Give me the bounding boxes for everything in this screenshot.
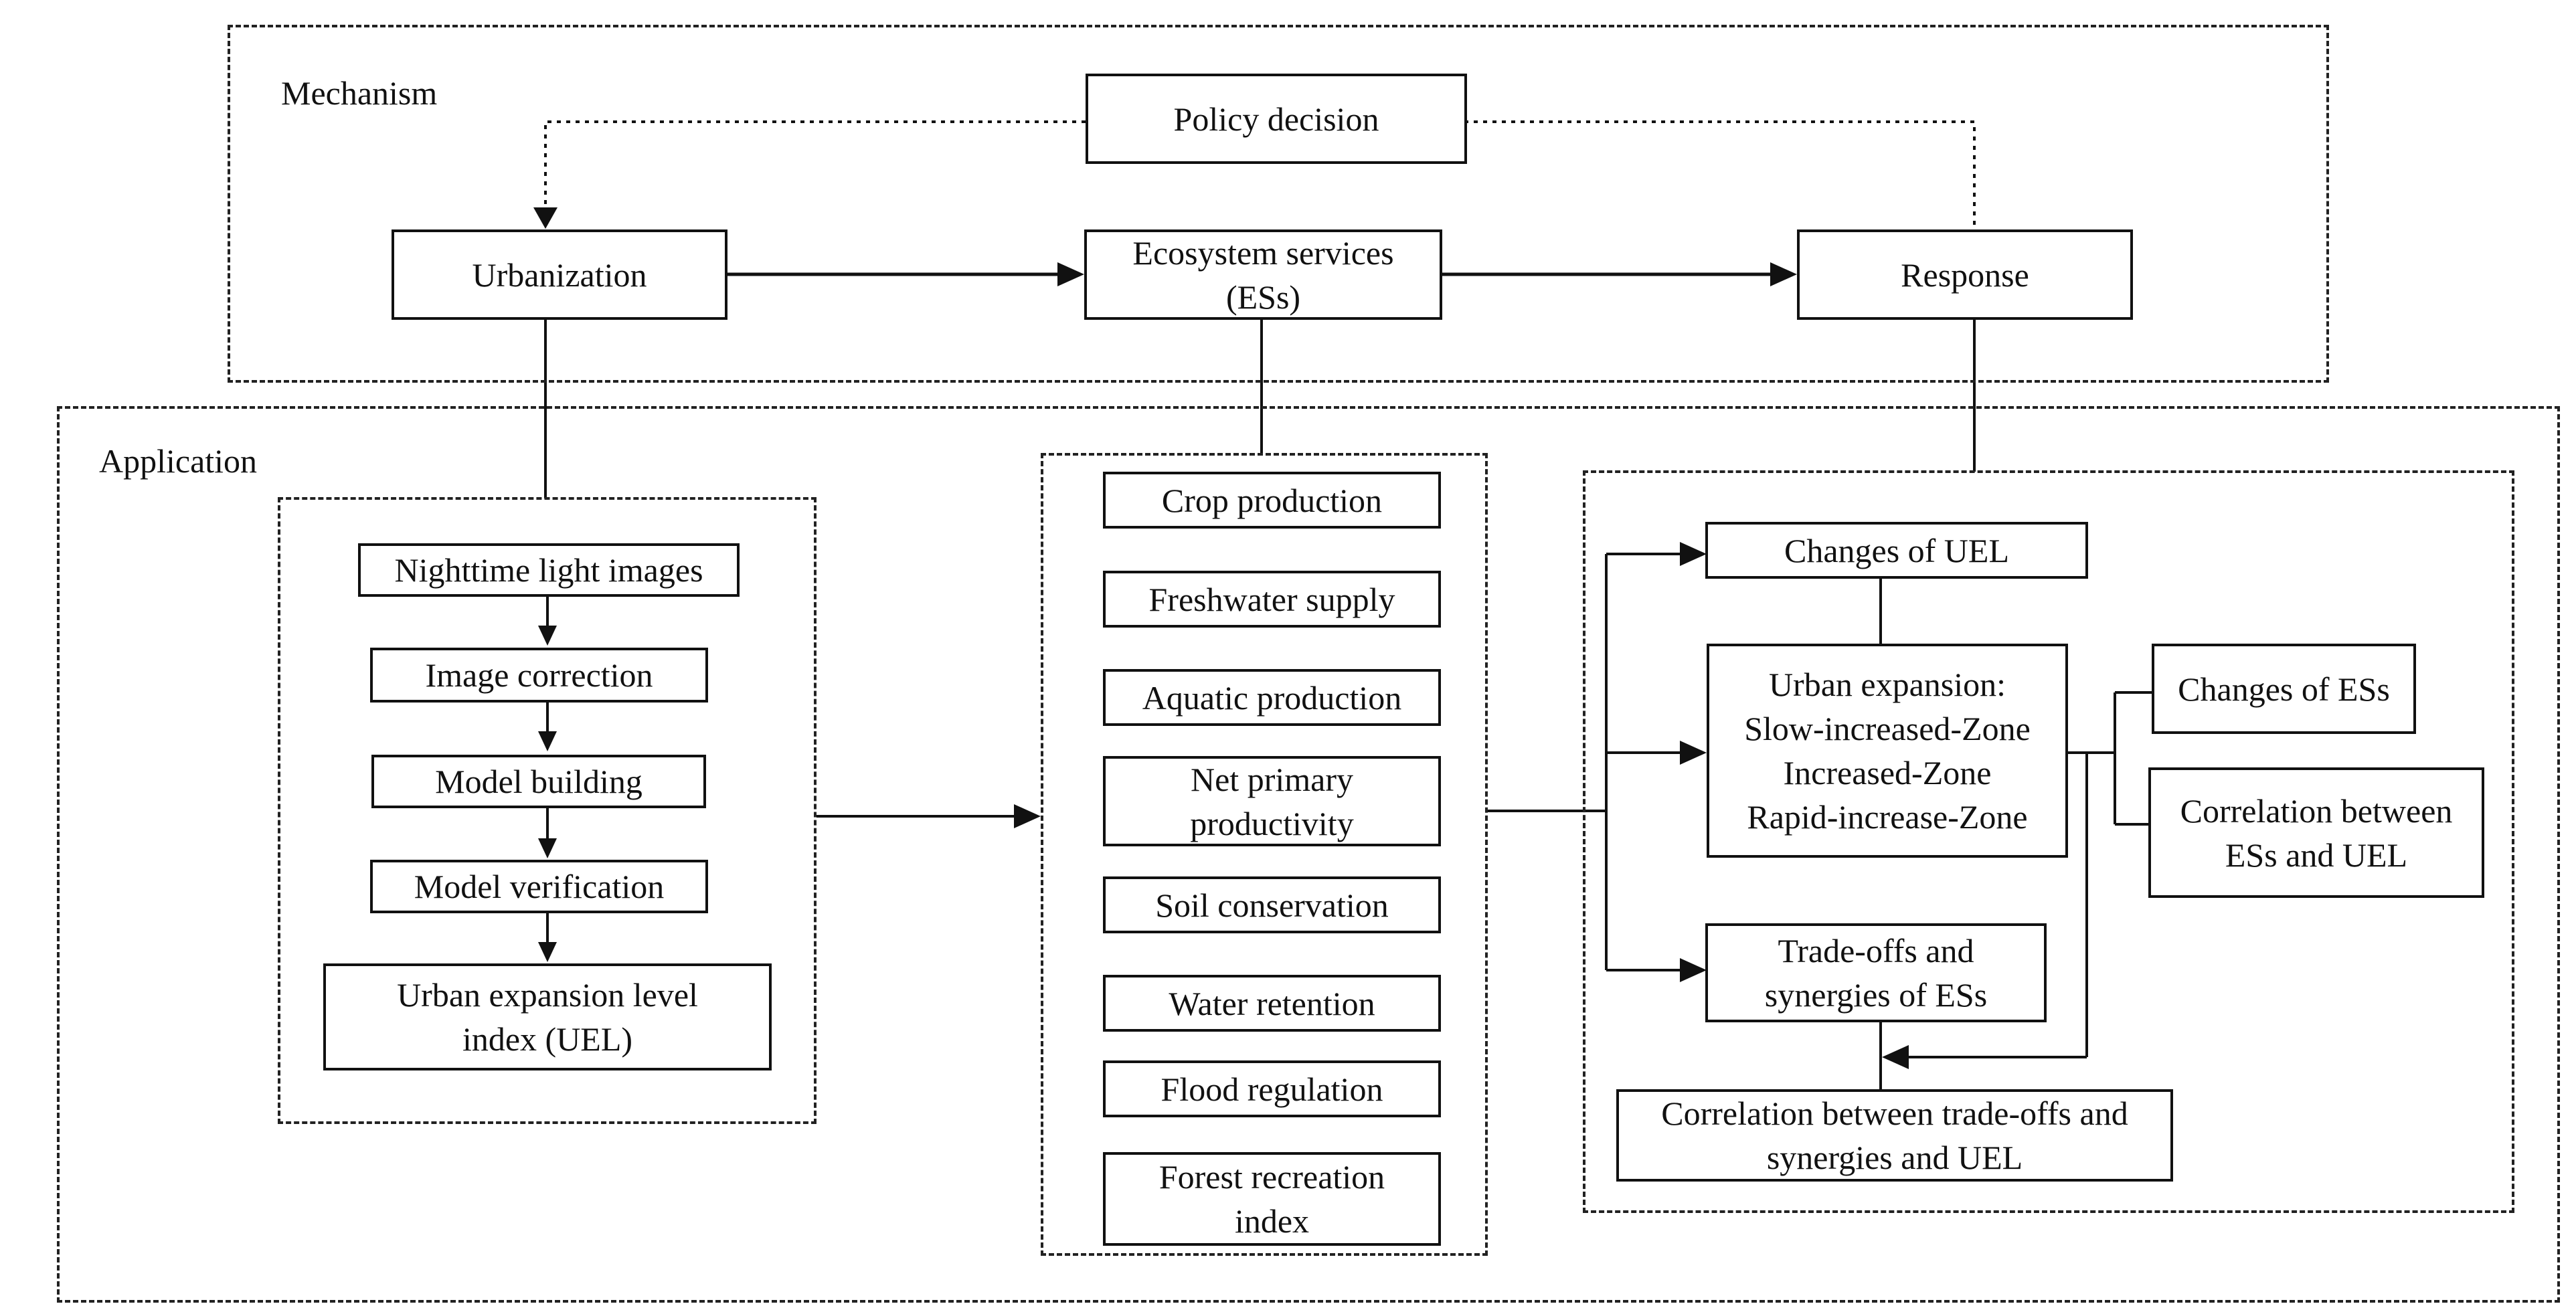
urban-step-image-correction: Image correction <box>370 648 708 703</box>
policy-feedback-lines <box>544 120 1976 229</box>
policy-decision-box: Policy decision <box>1086 74 1467 164</box>
correlation-ess-uel-box: Correlation between ESs and UEL <box>2148 767 2484 898</box>
response-text: Response <box>1901 256 2029 294</box>
urbanization-box: Urbanization <box>392 229 727 320</box>
ecosystem-services-box: Ecosystem services (ESs) <box>1084 229 1442 320</box>
urban-step-model-verification: Model verification <box>370 860 708 913</box>
es-crop-production: Crop production <box>1103 472 1441 529</box>
policy-to-urbanization-arrowhead <box>533 207 557 229</box>
ecosystem-services-text: Ecosystem services (ESs) <box>1132 233 1394 316</box>
es-water-retention: Water retention <box>1103 975 1441 1032</box>
response-analysis-group <box>1583 470 2514 1213</box>
urbanization-text: Urbanization <box>472 256 647 294</box>
urbanization-to-ess-arrowhead <box>1057 262 1084 286</box>
response-box: Response <box>1797 229 2133 320</box>
urbanization-method-group <box>278 497 817 1124</box>
ess-indicator-group <box>1041 453 1488 1256</box>
application-region <box>57 406 2560 1303</box>
application-label: Application <box>99 442 258 480</box>
response-branch-arrowheads <box>1680 542 1909 1069</box>
urban-expansion-zones-box: Urban expansion: Slow-increased-Zone Inc… <box>1707 644 2068 858</box>
urban-step-model-building: Model building <box>371 755 706 808</box>
response-branch-lines <box>1486 553 2152 1092</box>
tradeoffs-synergies-box: Trade-offs and synergies of ESs <box>1705 923 2047 1022</box>
urban-to-ess-arrowhead <box>1014 804 1041 828</box>
ess-to-response-arrowhead <box>1770 262 1797 286</box>
vertical-links <box>544 320 1976 498</box>
mechanism-label: Mechanism <box>281 74 438 112</box>
urban-step-uel-index: Urban expansion level index (UEL) <box>323 963 772 1070</box>
policy-decision-text: Policy decision <box>1173 100 1379 138</box>
urban-step-nighttime-light: Nighttime light images <box>358 543 740 597</box>
es-forest-recreation-index: Forest recreation index <box>1103 1152 1441 1246</box>
es-soil-conservation: Soil conservation <box>1103 876 1441 933</box>
correlation-tradeoffs-uel-box: Correlation between trade-offs and syner… <box>1616 1089 2173 1182</box>
es-net-primary-productivity: Net primary productivity <box>1103 756 1441 846</box>
urban-step-arrowheads <box>538 626 557 962</box>
es-freshwater-supply: Freshwater supply <box>1103 571 1441 628</box>
changes-of-uel-box: Changes of UEL <box>1705 522 2088 579</box>
changes-of-ess-box: Changes of ESs <box>2152 644 2416 734</box>
mechanism-region <box>228 25 2329 383</box>
es-flood-regulation: Flood regulation <box>1103 1060 1441 1117</box>
es-aquatic-production: Aquatic production <box>1103 669 1441 726</box>
